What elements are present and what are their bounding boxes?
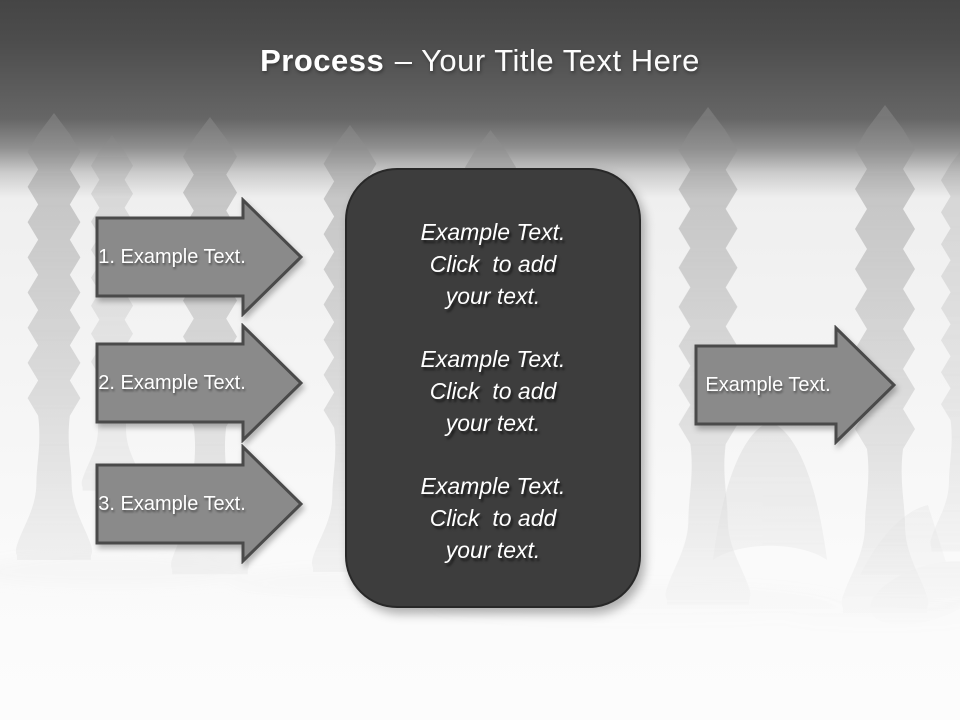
title-bold-text: Process (260, 43, 385, 78)
text-block-2: Example Text. Click to add your text. (365, 343, 621, 439)
process-step-arrow-2[interactable]: 2. Example Text. (95, 323, 305, 443)
process-step-arrow-1[interactable]: 1. Example Text. (95, 197, 305, 317)
text-line: Example Text. (420, 219, 566, 245)
slide-title: Process – Your Title Text Here (260, 43, 700, 79)
output-arrow[interactable]: Example Text. (694, 325, 898, 445)
title-bar: Process – Your Title Text Here (0, 0, 960, 122)
text-line: your text. (445, 537, 541, 563)
description-text-box[interactable]: Example Text. Click to add your text. Ex… (345, 168, 641, 608)
arrow-label: Example Text. (705, 373, 831, 396)
right-arrow-shape-icon (95, 323, 304, 443)
text-line: Example Text. (420, 346, 566, 372)
right-arrow-shape-icon (95, 444, 304, 564)
right-arrow-shape-icon (95, 197, 304, 317)
text-line: your text. (445, 283, 541, 309)
text-line: your text. (445, 410, 541, 436)
text-line: Click to add (429, 378, 557, 404)
screws-watermark-image (0, 105, 960, 633)
arrow-label: 2. Example Text. (98, 371, 246, 394)
text-line: Click to add (429, 251, 557, 277)
text-block-3: Example Text. Click to add your text. (365, 470, 621, 566)
right-arrow-shape-icon (694, 325, 897, 445)
arrow-label: 1. Example Text. (98, 245, 246, 268)
process-step-arrow-3[interactable]: 3. Example Text. (95, 444, 305, 564)
arrow-label: 3. Example Text. (98, 492, 246, 515)
title-regular-text: – Your Title Text Here (394, 43, 700, 78)
text-line: Click to add (429, 505, 557, 531)
text-block-1: Example Text. Click to add your text. (365, 216, 621, 312)
text-line: Example Text. (420, 473, 566, 499)
